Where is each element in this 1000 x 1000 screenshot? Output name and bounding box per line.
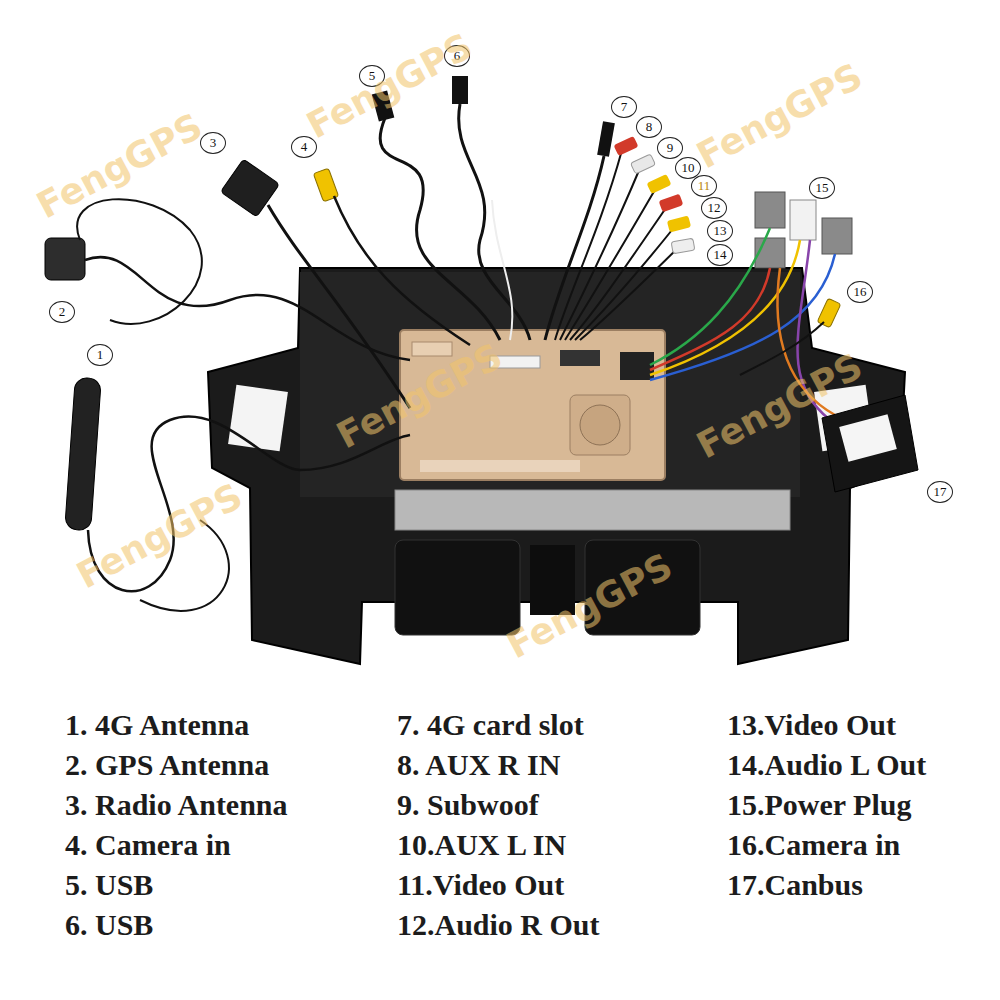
callout-number: 15 (809, 177, 835, 199)
callout-number: 11 (691, 175, 717, 197)
legend-item: 6. USB (65, 908, 153, 942)
callout-number: 12 (701, 197, 727, 219)
legend-item: 17.Canbus (727, 868, 863, 902)
legend-item: 16.Camera in (727, 828, 900, 862)
callout-number: 16 (847, 281, 873, 303)
callout-number: 9 (657, 137, 683, 159)
callout-number: 4 (291, 136, 317, 158)
legend-item: 8. AUX R IN (397, 748, 560, 782)
legend-item: 11.Video Out (397, 868, 564, 902)
callout-number: 7 (611, 96, 637, 118)
callout-number: 17 (927, 481, 953, 503)
legend-item: 7. 4G card slot (397, 708, 584, 742)
legend-item: 2. GPS Antenna (65, 748, 269, 782)
legend-item: 15.Power Plug (727, 788, 911, 822)
legend-item: 14.Audio L Out (727, 748, 926, 782)
callout-number: 8 (636, 116, 662, 138)
watermark: FengGPS (30, 105, 209, 226)
legend-item: 3. Radio Antenna (65, 788, 288, 822)
legend-item: 9. Subwoof (397, 788, 539, 822)
callout-number: 2 (49, 301, 75, 323)
callout-number: 14 (707, 244, 733, 266)
legend-item: 13.Video Out (727, 708, 896, 742)
legend-item: 4. Camera in (65, 828, 231, 862)
legend-item: 1. 4G Antenna (65, 708, 249, 742)
callout-number: 13 (707, 220, 733, 242)
watermark: FengGPS (690, 55, 869, 176)
legend-item: 5. USB (65, 868, 153, 902)
legend-item: 12.Audio R Out (397, 908, 600, 942)
legend-item: 10.AUX L IN (397, 828, 566, 862)
callout-number: 1 (87, 344, 113, 366)
